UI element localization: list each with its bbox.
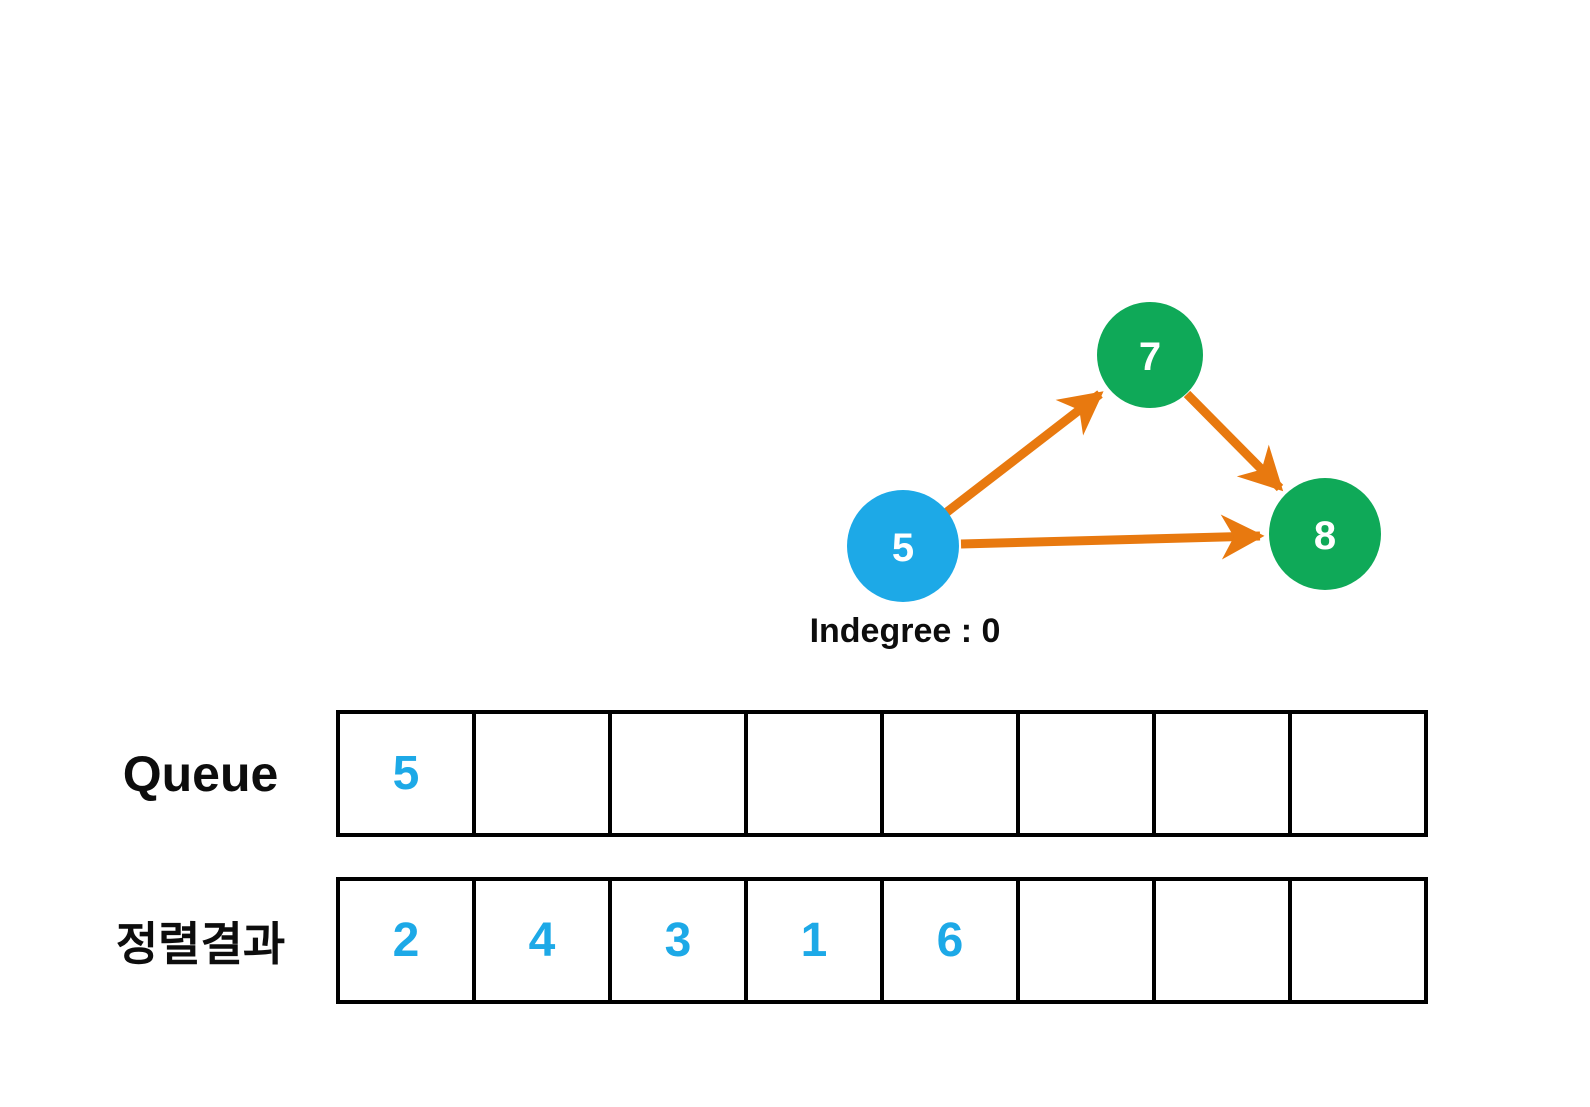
queue-cell-2 xyxy=(608,710,748,837)
queue-cell-7 xyxy=(1288,710,1428,837)
result-cell-3: 1 xyxy=(744,877,884,1004)
node-5-label: 5 xyxy=(892,526,914,570)
node-7-circle xyxy=(1097,302,1203,408)
node-8-label: 8 xyxy=(1314,514,1336,558)
indegree-caption: Indegree : 0 xyxy=(810,612,1001,650)
queue-cell-3 xyxy=(744,710,884,837)
node-5: 5 xyxy=(847,490,959,602)
result-row-label: 정렬결과 xyxy=(115,918,286,970)
queue-cell-4 xyxy=(880,710,1020,837)
node-8-circle xyxy=(1269,478,1381,590)
result-cell-value: 2 xyxy=(392,914,420,967)
queue-cell-6 xyxy=(1152,710,1292,837)
edge-5-to-8 xyxy=(960,514,1265,560)
edge-7-to-8 xyxy=(1183,390,1284,492)
result-cell-7 xyxy=(1288,877,1428,1004)
result-cell-6 xyxy=(1152,877,1292,1004)
queue-array: 5 xyxy=(336,710,1428,837)
queue-cell-5 xyxy=(1016,710,1156,837)
result-cell-0: 2 xyxy=(336,877,476,1004)
queue-cell-value: 5 xyxy=(392,747,420,800)
edge-5-to-7 xyxy=(944,390,1104,516)
queue-cell-0: 5 xyxy=(336,710,476,837)
node-8: 8 xyxy=(1269,478,1381,590)
result-cell-4: 6 xyxy=(880,877,1020,1004)
result-cell-value: 3 xyxy=(664,914,692,967)
result-cell-value: 6 xyxy=(936,914,964,967)
result-cell-value: 4 xyxy=(528,914,556,967)
node-7: 7 xyxy=(1097,302,1203,408)
result-cell-2: 3 xyxy=(608,877,748,1004)
queue-cell-1 xyxy=(472,710,612,837)
result-cell-value: 1 xyxy=(800,914,828,967)
node-5-circle xyxy=(847,490,959,602)
result-cell-5 xyxy=(1016,877,1156,1004)
node-7-label: 7 xyxy=(1139,335,1161,379)
result-cell-1: 4 xyxy=(472,877,612,1004)
edge-group xyxy=(944,390,1284,560)
result-array: 2 4 3 1 6 xyxy=(336,877,1428,1004)
queue-row-label: Queue xyxy=(122,745,279,802)
